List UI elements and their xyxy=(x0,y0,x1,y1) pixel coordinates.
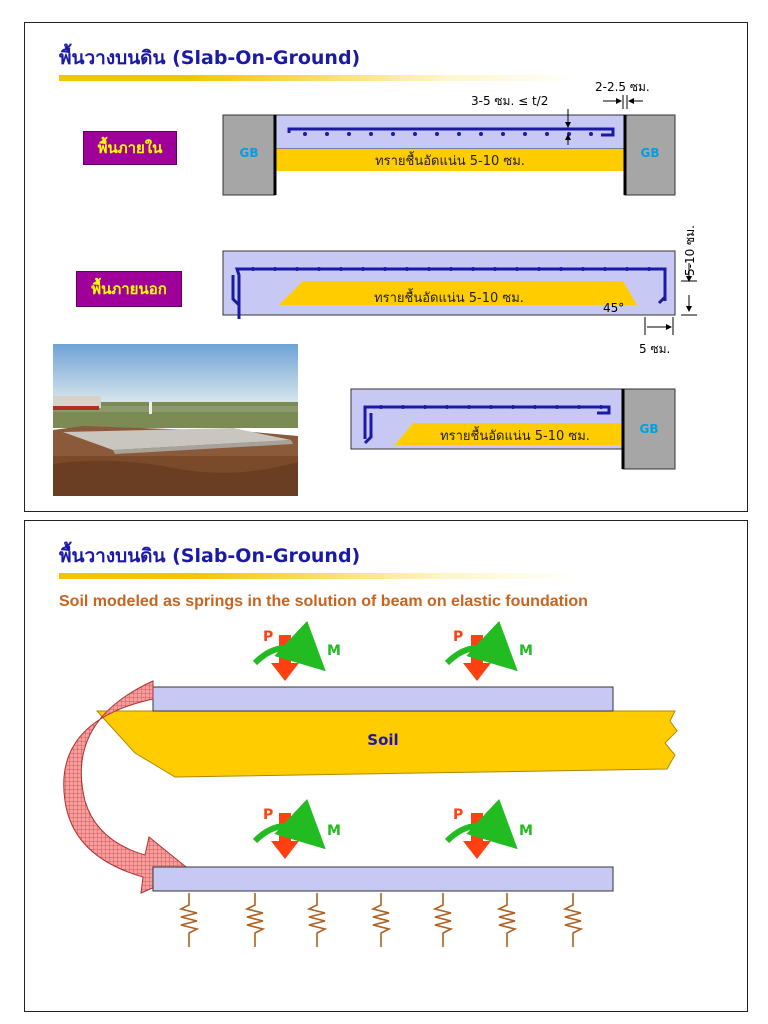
slide1-title: พื้นวางบนดิน (Slab-On-Ground) xyxy=(59,47,361,69)
sand-text-interior: ทรายชื้นอัดแน่น 5-10 ซม. xyxy=(375,151,525,169)
interior-slab-diagram: GB GB ทรายชื้นอัดแน่น 5-10 ซม. 3-5 ซม. ≤… xyxy=(222,80,676,196)
rebar-dots-interior xyxy=(303,132,593,136)
dim-edge: 5 ซม. xyxy=(639,342,670,356)
sand-layer-interior xyxy=(275,149,625,171)
gb-label-edge: GB xyxy=(640,422,659,436)
angle-label: 45° xyxy=(603,301,624,315)
load-p-label: P xyxy=(263,807,273,823)
beam-foundation-diagram: Soil P M P M xyxy=(63,620,678,947)
slab-diagrams: GB GB ทรายชื้นอัดแน่น 5-10 ซม. 3-5 ซม. ≤… xyxy=(222,80,697,470)
slide2-title: พื้นวางบนดิน (Slab-On-Ground) xyxy=(59,545,361,567)
moment-m-label: M xyxy=(519,643,533,659)
sand-text-exterior: ทรายชื้นอัดแน่น 5-10 ซม. xyxy=(374,288,524,306)
slide-top: พื้นวางบนดิน (Slab-On-Ground) พื้นภายใน … xyxy=(24,22,748,512)
sand-text-edge: ทรายชื้นอัดแน่น 5-10 ซม. xyxy=(440,426,590,444)
load-group-top-left: P M xyxy=(252,620,341,681)
dim-cover: 3-5 ซม. ≤ t/2 xyxy=(471,94,548,108)
load-p-label: P xyxy=(453,629,463,645)
load-p-label: P xyxy=(453,807,463,823)
beam-on-soil xyxy=(152,686,614,712)
moment-m-label: M xyxy=(519,823,533,839)
soil-mass xyxy=(95,710,678,778)
load-group-bottom-right: P M xyxy=(444,798,533,859)
grade-beam-right xyxy=(624,114,676,196)
slide-bottom: พื้นวางบนดิน (Slab-On-Ground) Soil model… xyxy=(24,520,748,1012)
transform-arrow xyxy=(63,680,192,894)
site-photo xyxy=(53,344,298,496)
interior-slab xyxy=(274,114,626,150)
slide1-title-underline xyxy=(59,75,579,81)
beam-on-springs xyxy=(152,866,614,892)
edge-slab-diagram: ทรายชื้นอัดแน่น 5-10 ซม. GB xyxy=(350,388,676,470)
load-p-label: P xyxy=(263,629,273,645)
soil-label: Soil xyxy=(367,731,398,749)
label-exterior-floor: พื้นภายนอก xyxy=(76,271,182,307)
grade-beam-left xyxy=(222,114,276,196)
dim-gap: 2-2.5 ซม. xyxy=(595,80,650,94)
dim-thickness: 5-10 ซม. xyxy=(683,225,697,276)
gb-label-left: GB xyxy=(240,146,259,160)
moment-m-label: M xyxy=(327,643,341,659)
gb-label-right: GB xyxy=(641,146,660,160)
moment-m-label: M xyxy=(327,823,341,839)
rebar-interior xyxy=(287,127,615,137)
label-interior-floor: พื้นภายใน xyxy=(83,131,177,165)
exterior-slab-diagram: ทรายชื้นอัดแน่น 5-10 ซม. 45° 5-10 ซม. 5 … xyxy=(222,225,697,356)
slide2-title-underline xyxy=(59,573,579,579)
springs xyxy=(178,893,584,947)
load-group-bottom-left: P M xyxy=(252,798,341,859)
slide2-subtitle: Soil modeled as springs in the solution … xyxy=(59,593,588,610)
load-group-top-right: P M xyxy=(444,620,533,681)
